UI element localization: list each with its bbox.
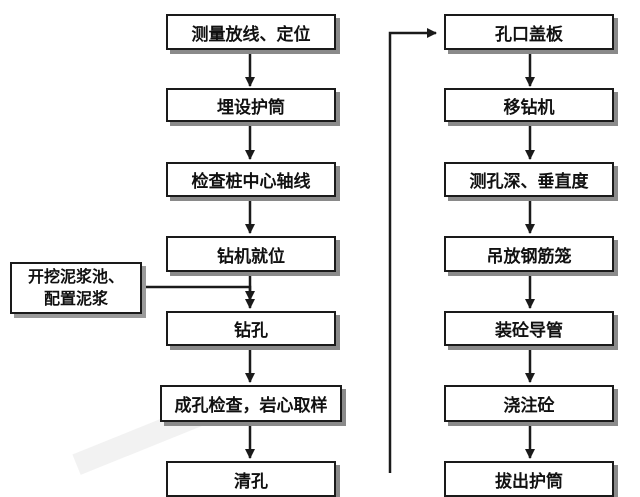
step-box-hole-cleaning: 清孔 (166, 461, 336, 497)
step-box-hoist-rebar-cage: 吊放钢筋笼 (444, 236, 614, 272)
step-box-rig-in-position: 钻机就位 (166, 236, 336, 272)
connector-to-right (388, 28, 437, 473)
step-box-pour-concrete: 浇注砼 (444, 385, 614, 422)
step-box-pull-casing: 拔出护筒 (444, 461, 614, 497)
step-box-measure-depth-verticality: 测孔深、垂直度 (444, 162, 614, 197)
flowchart-connectors (142, 28, 535, 473)
step-box-survey-layout: 测量放线、定位 (166, 14, 336, 50)
step-box-hole-cover: 孔口盖板 (444, 14, 614, 50)
side-box-line-1: 开挖泥浆池、 (27, 267, 124, 286)
step-box-install-tremie: 装砼导管 (444, 311, 614, 346)
step-box-move-rig: 移钻机 (444, 88, 614, 122)
step-box-drilling: 钻孔 (166, 311, 336, 346)
side-box-line-2: 配置泥浆 (43, 289, 108, 308)
step-box-check-pile-axis: 检查桩中心轴线 (166, 162, 336, 197)
step-box-bury-casing: 埋设护筒 (166, 88, 336, 122)
side-box-mud-pit: 开挖泥浆池、 配置泥浆 (10, 262, 142, 314)
step-box-hole-inspection: 成孔检查，岩心取样 (160, 385, 342, 422)
arrow-side-input (142, 285, 255, 301)
